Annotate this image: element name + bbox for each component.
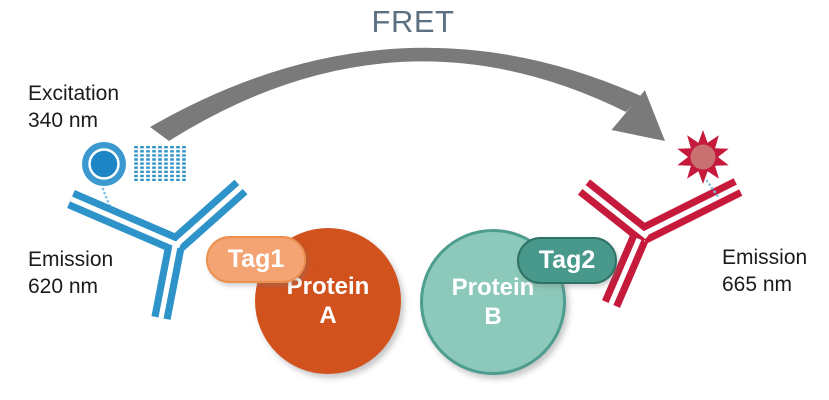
burst-connector-icon — [705, 179, 721, 200]
tag1-pill: Tag1 — [206, 236, 306, 283]
acceptor-emission-label-line1: Emission — [722, 246, 808, 269]
donor-emission-wavelength: 620 nm — [28, 275, 99, 298]
protein-b-letter: B — [484, 303, 502, 330]
excitation-beam-icon — [134, 146, 186, 181]
donor-bead-icon — [82, 142, 126, 186]
tag2-pill: Tag2 — [517, 237, 617, 284]
donor-antibody-inner-lines — [69, 185, 243, 319]
protein-b-label: Protein — [451, 274, 535, 301]
fret-arrow-swoosh — [150, 47, 641, 141]
donor-emission-label-line1: Emission — [28, 248, 114, 271]
protein-a-label: Protein — [286, 273, 370, 300]
donor-bead-connector-icon — [101, 187, 112, 209]
donor-antibody-icon — [67, 179, 248, 320]
tag1-label: Tag1 — [227, 245, 285, 273]
donor-emission-label: Emission 620 nm — [28, 246, 113, 300]
fret-arrow-icon — [150, 47, 665, 141]
fret-title: FRET — [371, 4, 455, 39]
acceptor-emission-label: Emission 665 nm — [722, 244, 807, 298]
acceptor-antibody-inner-lines — [582, 184, 740, 306]
fret-arrowhead-icon — [611, 90, 665, 141]
acceptor-antibody-icon — [577, 178, 743, 308]
tag2-label: Tag2 — [538, 246, 596, 274]
acceptor-emission-wavelength: 665 nm — [722, 273, 793, 296]
excitation-label: Excitation 340 nm — [28, 80, 119, 134]
protein-a-letter: A — [319, 302, 337, 329]
excitation-label-line1: Excitation — [28, 82, 120, 105]
emission-burst-icon — [677, 130, 729, 184]
excitation-wavelength: 340 nm — [28, 109, 99, 132]
